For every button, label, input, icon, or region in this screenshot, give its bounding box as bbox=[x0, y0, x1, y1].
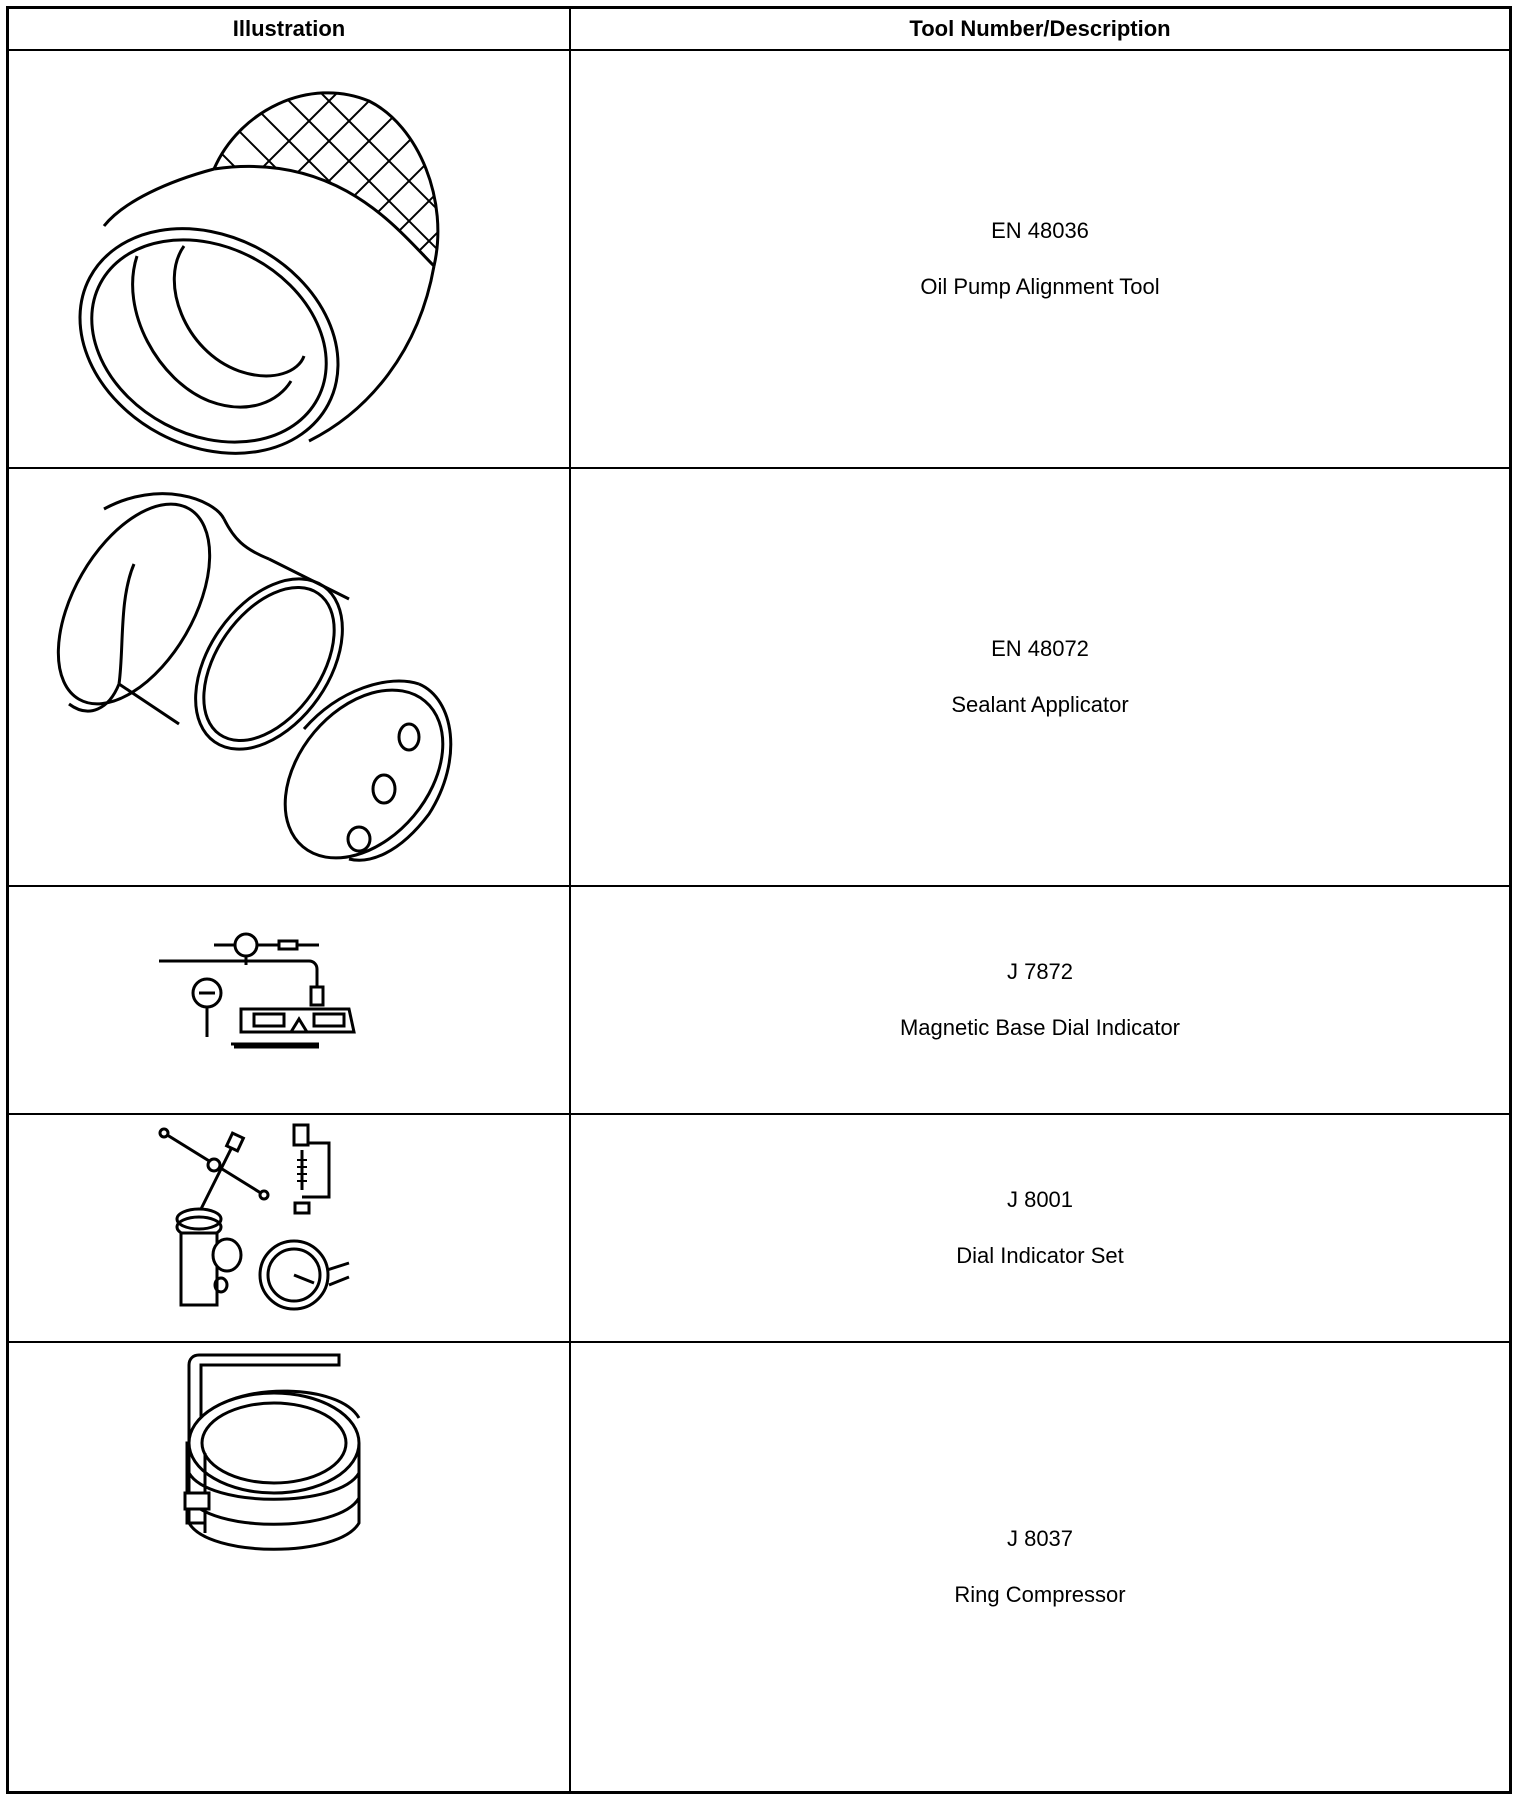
tool-description: Sealant Applicator bbox=[951, 692, 1129, 717]
magnetic-base-dial-indicator-icon bbox=[9, 887, 569, 1113]
tool-number: J 8037 bbox=[1006, 1526, 1074, 1551]
tool-number: EN 48072 bbox=[991, 636, 1089, 661]
table-header: Illustration Tool Number/Description bbox=[9, 9, 1509, 51]
tool-description: Dial Indicator Set bbox=[956, 1243, 1124, 1268]
header-tool-number-description: Tool Number/Description bbox=[909, 16, 1171, 41]
tool-number: J 8001 bbox=[1006, 1187, 1074, 1212]
special-tools-table: Illustration Tool Number/Description bbox=[6, 6, 1512, 1794]
tool-description-cell: J 8001 Dial Indicator Set bbox=[571, 1115, 1509, 1341]
tool-description: Ring Compressor bbox=[954, 1582, 1126, 1607]
sealant-applicator-icon bbox=[9, 469, 569, 885]
tool-description-cell: EN 48072 Sealant Applicator bbox=[571, 469, 1509, 885]
table-row: J 8037 Ring Compressor bbox=[9, 1343, 1509, 1791]
ring-compressor-icon bbox=[9, 1343, 569, 1791]
tool-description: Oil Pump Alignment Tool bbox=[920, 274, 1160, 299]
tool-description: Magnetic Base Dial Indicator bbox=[899, 1015, 1181, 1040]
dial-indicator-set-icon bbox=[9, 1115, 569, 1341]
header-illustration: Illustration bbox=[232, 16, 346, 41]
table-row: J 7872 Magnetic Base Dial Indicator bbox=[9, 887, 1509, 1115]
oil-pump-alignment-tool-icon bbox=[9, 51, 569, 467]
tool-number: J 7872 bbox=[1006, 959, 1074, 984]
tool-number: EN 48036 bbox=[991, 218, 1089, 243]
tool-description-cell: J 7872 Magnetic Base Dial Indicator bbox=[571, 887, 1509, 1113]
column-divider bbox=[569, 9, 571, 1791]
table-row: J 8001 Dial Indicator Set bbox=[9, 1115, 1509, 1343]
table-row: EN 48036 Oil Pump Alignment Tool bbox=[9, 51, 1509, 469]
tool-description-cell: EN 48036 Oil Pump Alignment Tool bbox=[571, 51, 1509, 467]
tool-description-cell: J 8037 Ring Compressor bbox=[571, 1343, 1509, 1791]
table-row: EN 48072 Sealant Applicator bbox=[9, 469, 1509, 887]
